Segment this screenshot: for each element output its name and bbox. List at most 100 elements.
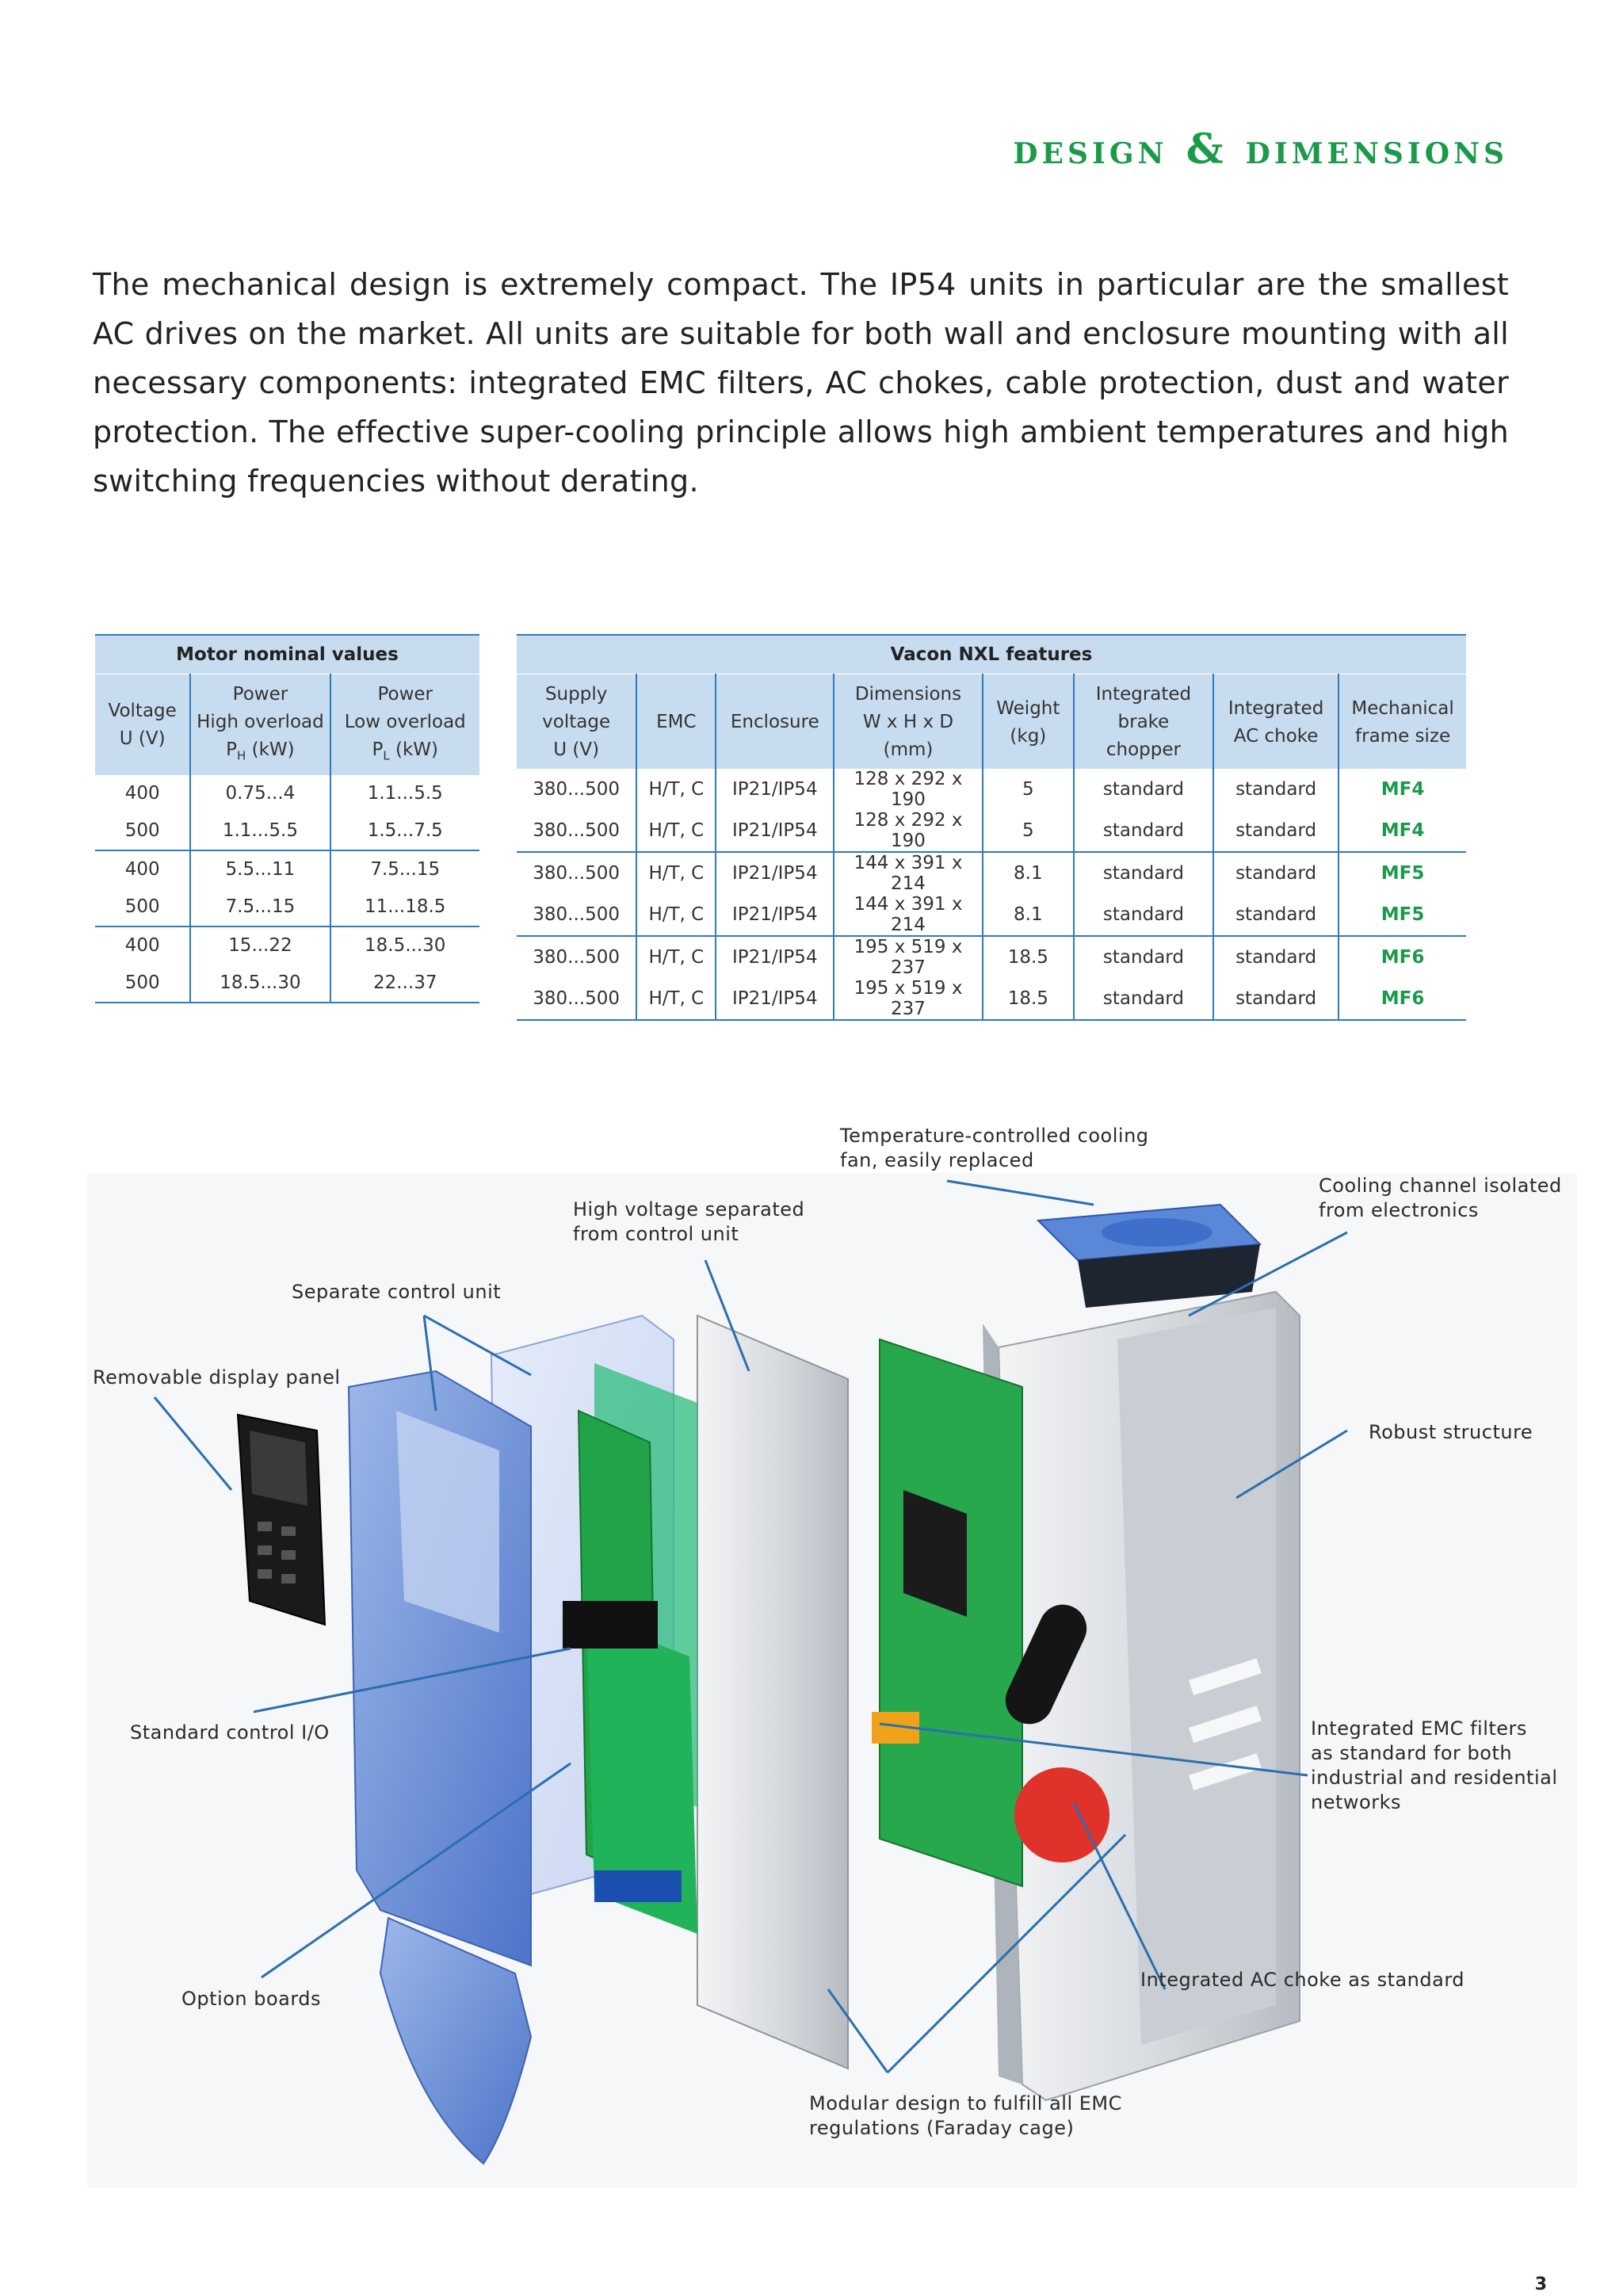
page-heading: design & dimensions <box>1013 125 1508 174</box>
frame-size-cell: MF5 <box>1338 894 1466 937</box>
control-board <box>563 1409 697 1934</box>
table-cell: IP21/IP54 <box>715 936 834 978</box>
table-cell: H/T, C <box>636 894 716 937</box>
table-cell: 22...37 <box>329 964 479 1003</box>
table-cell: IP21/IP54 <box>715 852 834 894</box>
column-header: Weight(kg) <box>981 674 1074 769</box>
table-cell: 18.5 <box>981 936 1074 978</box>
table-cell: 380...500 <box>517 894 637 937</box>
callout-control-io: Standard control I/O <box>130 1721 330 1744</box>
table-cell: 18.5...30 <box>329 926 479 965</box>
metal-plate <box>697 1314 849 2070</box>
table-cell: standard <box>1212 769 1339 810</box>
column-header: Enclosure <box>715 674 834 769</box>
table-cell: 195 x 519 x 237 <box>833 936 983 978</box>
table-cell: 18.5 <box>981 978 1074 1021</box>
table-cell: 15...22 <box>189 926 330 965</box>
table-cell: standard <box>1072 894 1214 937</box>
table-cell: standard <box>1212 936 1339 978</box>
page-number: 3 <box>1534 2275 1547 2294</box>
table-cell: standard <box>1072 810 1214 853</box>
table-cell: 8.1 <box>981 852 1074 894</box>
table-cell: 128 x 292 x 190 <box>833 769 983 810</box>
table-cell: H/T, C <box>636 852 716 894</box>
table-cell: IP21/IP54 <box>715 810 834 853</box>
table-cell: 195 x 519 x 237 <box>833 978 983 1021</box>
table-cell: standard <box>1072 978 1214 1021</box>
table-cell: 380...500 <box>533 779 620 800</box>
exploded-drive-illustration <box>87 1173 1577 2187</box>
table-cell: IP21/IP54 <box>715 978 834 1021</box>
table-cell: H/T, C <box>636 769 716 810</box>
table-cell: 380...500 <box>517 810 637 853</box>
table-cell: standard <box>1212 810 1339 853</box>
table-cell: 5 <box>981 769 1074 810</box>
table-cell: 500 <box>95 888 191 927</box>
table-cell: 400 <box>124 783 160 804</box>
table-cell: 5 <box>981 810 1074 853</box>
table-cell: IP21/IP54 <box>715 769 834 810</box>
table-cell: 500 <box>95 812 191 851</box>
table-cell: 380...500 <box>533 947 620 968</box>
table-cell: 18.5...30 <box>189 964 330 1003</box>
frame-size-cell: MF6 <box>1338 978 1466 1021</box>
table-cell: 144 x 391 x 214 <box>833 852 983 894</box>
table-cell: 1.5...7.5 <box>329 812 479 851</box>
callout-option-boards: Option boards <box>181 1988 322 2010</box>
frame-size-cell: MF5 <box>1338 852 1466 894</box>
column-header: EMC <box>636 674 716 769</box>
intro-paragraph: The mechanical design is extremely compa… <box>93 267 1509 499</box>
display-panel <box>236 1413 327 1626</box>
table-cell: H/T, C <box>636 936 716 978</box>
table-cell: 7.5...15 <box>329 850 479 888</box>
table-cell: standard <box>1072 852 1214 894</box>
table-cell: 7.5...15 <box>189 888 330 927</box>
motor-table-title: Motor nominal values <box>95 634 479 674</box>
table-cell: H/T, C <box>636 978 716 1021</box>
table-cell: 144 x 391 x 214 <box>833 894 983 937</box>
table-cell: standard <box>1212 894 1339 937</box>
table-cell: standard <box>1212 978 1339 1021</box>
table-cell: 400 <box>124 859 160 881</box>
table-cell: 400 <box>124 935 160 957</box>
table-cell: 380...500 <box>517 978 637 1021</box>
table-cell: 500 <box>95 964 191 1003</box>
table-cell: 8.1 <box>981 894 1074 937</box>
table-cell: 380...500 <box>533 863 620 884</box>
table-cell: H/T, C <box>636 810 716 853</box>
frame-size-cell: MF6 <box>1338 936 1466 978</box>
frame-size-cell: MF4 <box>1338 769 1466 810</box>
table-cell: 0.75...4 <box>189 774 330 812</box>
callout-ac-choke: Integrated AC choke as standard <box>1140 1969 1465 1991</box>
table-cell: 1.1...5.5 <box>189 812 330 851</box>
table-cell: 1.1...5.5 <box>329 774 479 812</box>
nxl-table-title: Vacon NXL features <box>517 634 1466 674</box>
table-cell: 11...18.5 <box>329 888 479 927</box>
table-cell: 5.5...11 <box>189 850 330 888</box>
table-cell: standard <box>1072 936 1214 978</box>
frame-size-cell: MF4 <box>1338 810 1466 853</box>
